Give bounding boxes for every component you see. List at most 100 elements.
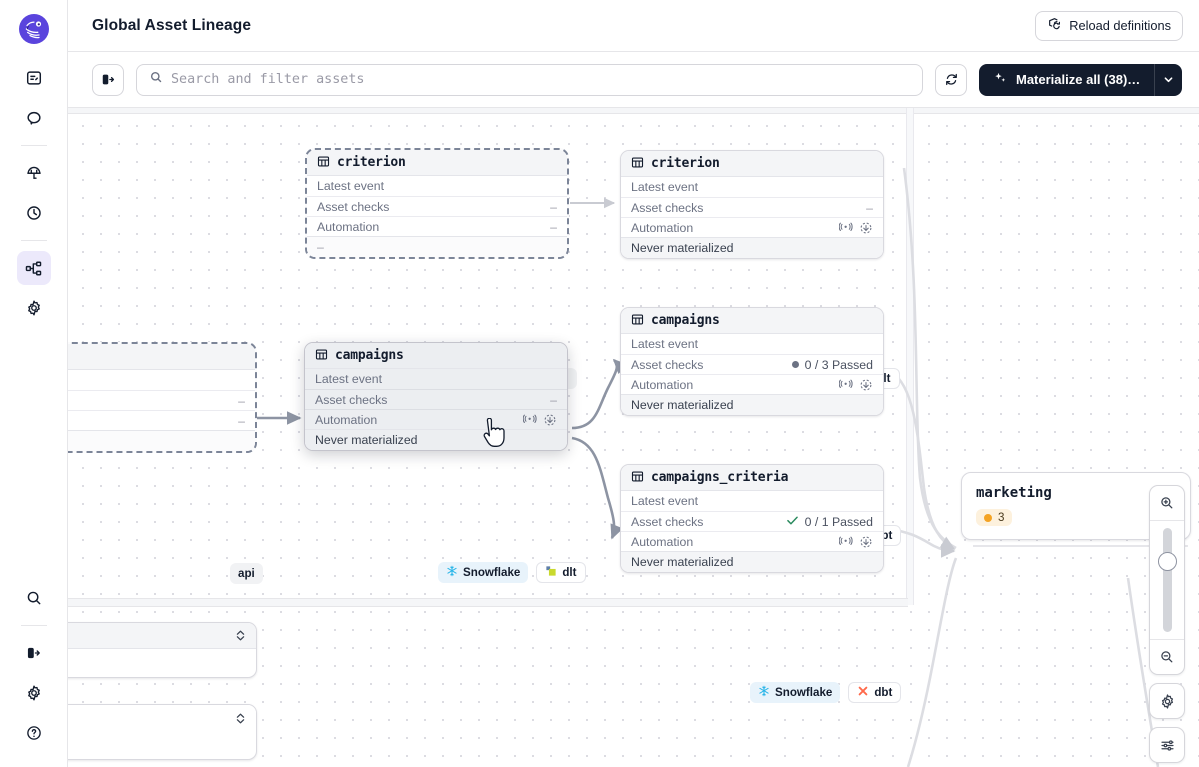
asset-node-criterion-api[interactable]: criterion Latest event Asset checks – Au… xyxy=(305,148,569,259)
row-label: Automation xyxy=(631,377,694,392)
tag-label: Snowflake xyxy=(775,686,833,699)
zoom-slider[interactable] xyxy=(1150,521,1184,639)
asset-node-campaigns-dlt-tags: Snowflake dlt xyxy=(438,562,586,583)
row-label: Latest event xyxy=(315,372,382,386)
sidebar-item-chat[interactable] xyxy=(17,101,51,135)
tag-label: api xyxy=(238,567,255,580)
asset-checks-value: 0 / 3 Passed xyxy=(804,357,873,372)
stepper-icon[interactable] xyxy=(235,712,246,725)
node-title: campaigns xyxy=(651,313,720,328)
row-label: Asset checks xyxy=(317,199,390,214)
table-icon xyxy=(631,156,644,172)
dagster-logo[interactable] xyxy=(17,12,51,46)
graph-filters-icon[interactable] xyxy=(1149,727,1185,763)
asset-checks-status[interactable]: 0 / 3 Passed xyxy=(791,357,873,372)
search-input[interactable] xyxy=(171,64,910,95)
row-label: Automation xyxy=(631,220,694,235)
tag-snowflake[interactable]: Snowflake xyxy=(750,682,841,703)
zoom-slider-track xyxy=(1162,528,1172,632)
asset-node-campaigns-dlt[interactable]: campaigns Latest event Asset checks – Au… xyxy=(304,342,568,451)
partial-node-mid-left[interactable] xyxy=(68,622,257,678)
node-header: campaigns xyxy=(305,343,567,369)
sidebar-item-asset-graph[interactable] xyxy=(16,251,51,285)
asset-graph-canvas[interactable]: s – – api xyxy=(68,108,1199,767)
row-label: Latest event xyxy=(631,180,698,194)
node-header: criterion xyxy=(621,151,883,177)
settings-gear-icon[interactable] xyxy=(17,676,51,710)
refresh-button[interactable] xyxy=(935,63,967,96)
group-badge-count: 3 xyxy=(998,511,1005,524)
automation-icons[interactable] xyxy=(839,535,873,549)
asset-checks-status[interactable]: 0 / 1 Passed xyxy=(786,515,873,529)
search-field[interactable] xyxy=(136,63,923,96)
tag-label: Snowflake xyxy=(463,566,521,579)
asset-node-criterion-snowflake[interactable]: criterion Latest event Asset checks – Au… xyxy=(620,150,884,259)
zoom-controls xyxy=(1149,485,1185,767)
node-row-latest-event: Latest event xyxy=(621,177,883,197)
row-label: Asset checks xyxy=(315,392,388,407)
asset-checks-value: – xyxy=(550,392,557,407)
table-icon xyxy=(631,313,644,329)
asset-node-campaigns-dbt[interactable]: campaigns Latest event Asset checks 0 / … xyxy=(620,307,884,416)
partial-node-top-left[interactable]: s – – xyxy=(68,342,257,453)
tag-label: dbt xyxy=(874,686,893,699)
graph-toolbar: Materialize all (38)… xyxy=(68,52,1199,108)
sidebar-item-schedules[interactable] xyxy=(17,196,51,230)
automation-icons[interactable] xyxy=(839,221,873,235)
group-band-right xyxy=(906,108,914,605)
rail-divider-1 xyxy=(20,145,47,146)
sidebar-item-settings[interactable] xyxy=(17,291,51,325)
node-row-latest-event: Latest event xyxy=(305,369,567,389)
search-icon-button[interactable] xyxy=(17,581,51,615)
node-row-latest-event: Latest event xyxy=(307,176,567,196)
node-row xyxy=(68,649,256,669)
automation-value: – xyxy=(238,413,245,428)
panel-toggle-icon[interactable] xyxy=(17,636,51,670)
tag-dlt[interactable]: dlt xyxy=(536,562,586,583)
row-label: Latest event xyxy=(317,179,384,193)
asset-checks-value: 0 / 1 Passed xyxy=(804,514,873,529)
stepper-icon[interactable] xyxy=(235,629,246,642)
node-row-automation: Automation xyxy=(621,217,883,237)
automation-icons[interactable] xyxy=(523,413,557,427)
sidebar-item-runs[interactable] xyxy=(17,61,51,95)
node-footer: Never materialized xyxy=(621,551,883,572)
row-label: Automation xyxy=(315,412,378,427)
asset-checks-value: – xyxy=(550,199,557,214)
status-dot-icon xyxy=(791,361,799,368)
node-footer: Never materialized xyxy=(305,429,567,450)
row-label: Asset checks xyxy=(631,514,704,529)
tag-label: dlt xyxy=(562,566,577,579)
rail-primary-group xyxy=(0,58,67,328)
asset-node-campaigns-criteria[interactable]: campaigns_criteria Latest event Asset ch… xyxy=(620,464,884,573)
automation-icons[interactable] xyxy=(839,378,873,392)
node-footer xyxy=(68,430,255,451)
graph-settings-gear-icon[interactable] xyxy=(1149,683,1185,719)
tag-api[interactable]: api xyxy=(230,563,263,584)
materialize-dropdown-caret[interactable] xyxy=(1154,63,1182,96)
table-icon xyxy=(631,470,644,486)
tag-dbt[interactable]: dbt xyxy=(848,682,902,703)
zoom-in-icon[interactable] xyxy=(1150,486,1184,520)
partial-node-bottom-left[interactable]: e_rate xyxy=(68,704,257,760)
sidebar-item-deployment[interactable] xyxy=(17,156,51,190)
materialize-all-button[interactable]: Materialize all (38)… xyxy=(979,64,1154,96)
node-row-latest-event xyxy=(68,370,255,390)
reload-definitions-button[interactable]: Reload definitions xyxy=(1035,10,1183,41)
zoom-slider-knob[interactable] xyxy=(1157,552,1177,571)
help-icon[interactable] xyxy=(17,716,51,750)
group-asset-count-badge: 3 xyxy=(976,509,1013,526)
zoom-out-icon[interactable] xyxy=(1150,640,1184,674)
node-row-automation: Automation xyxy=(305,409,567,429)
page-title: Global Asset Lineage xyxy=(92,16,252,34)
node-row-automation: Automation xyxy=(621,531,883,551)
node-row-automation: – xyxy=(68,410,255,430)
node-title: criterion xyxy=(651,156,720,171)
row-label: Automation xyxy=(317,219,380,234)
node-row-automation: Automation – xyxy=(307,216,567,236)
panel-toggle-button[interactable] xyxy=(92,63,124,96)
row-label: Latest event xyxy=(631,494,698,508)
tag-snowflake[interactable]: Snowflake xyxy=(438,562,529,583)
zoom-divider-top xyxy=(1150,520,1184,521)
